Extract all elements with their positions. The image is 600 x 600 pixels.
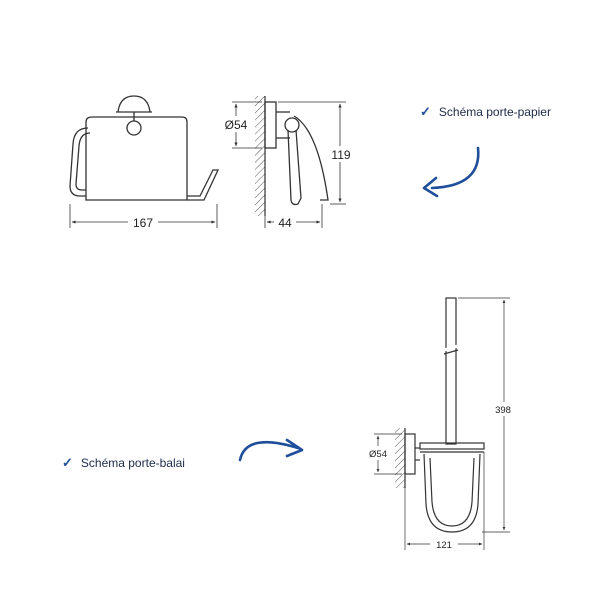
paper-diameter-label: Ø54 — [225, 118, 248, 132]
brush-width-label: 121 — [436, 540, 452, 551]
curved-arrow-icon — [238, 440, 300, 462]
brush-height-label: 398 — [495, 405, 511, 416]
brush-handle — [445, 297, 457, 445]
paper-width-dimension: 167 — [69, 204, 218, 230]
paper-depth-dimension: 44 — [264, 204, 323, 230]
brush-rosette — [404, 433, 416, 475]
cover-flap — [85, 116, 188, 201]
rosette-side — [264, 101, 277, 149]
check-icon: ✓ — [420, 104, 431, 119]
wall-hatch — [255, 96, 265, 216]
side-cover — [293, 115, 329, 201]
caption-paper-holder: ✓ Schéma porte-papier — [420, 104, 551, 120]
mount-rosette — [117, 95, 151, 113]
caption-brush-text: Schéma porte-balai — [80, 456, 185, 470]
paper-height-dimension: 119 — [278, 101, 356, 205]
brush-diameter-label: Ø54 — [369, 449, 387, 460]
side-arm — [287, 129, 302, 206]
paper-width-label: 167 — [133, 216, 153, 230]
brush-width-dimension: 121 — [404, 452, 485, 551]
paper-holder-front-view — [69, 95, 220, 201]
brush-cup — [423, 453, 481, 533]
caption-paper-text: Schéma porte-papier — [438, 105, 551, 119]
paper-holder-side-view — [255, 96, 329, 216]
paper-diameter-dimension: Ø54 — [220, 101, 262, 149]
curved-arrow-icon — [430, 146, 480, 190]
brush-holder-side-view — [395, 297, 485, 533]
brush-lid — [419, 442, 485, 450]
hinge-circle — [126, 120, 142, 136]
right-arm — [187, 169, 220, 201]
brush-diameter-dimension: Ø54 — [364, 433, 402, 475]
paper-depth-label: 44 — [278, 216, 292, 230]
caption-brush-holder: ✓ Schéma porte-balai — [62, 455, 185, 471]
hinge-knob — [284, 117, 300, 133]
paper-height-label: 119 — [331, 148, 350, 162]
wall-hatch — [395, 428, 405, 488]
left-arm — [69, 127, 89, 197]
brush-height-dimension: 398 — [458, 297, 518, 533]
check-icon: ✓ — [62, 455, 73, 470]
